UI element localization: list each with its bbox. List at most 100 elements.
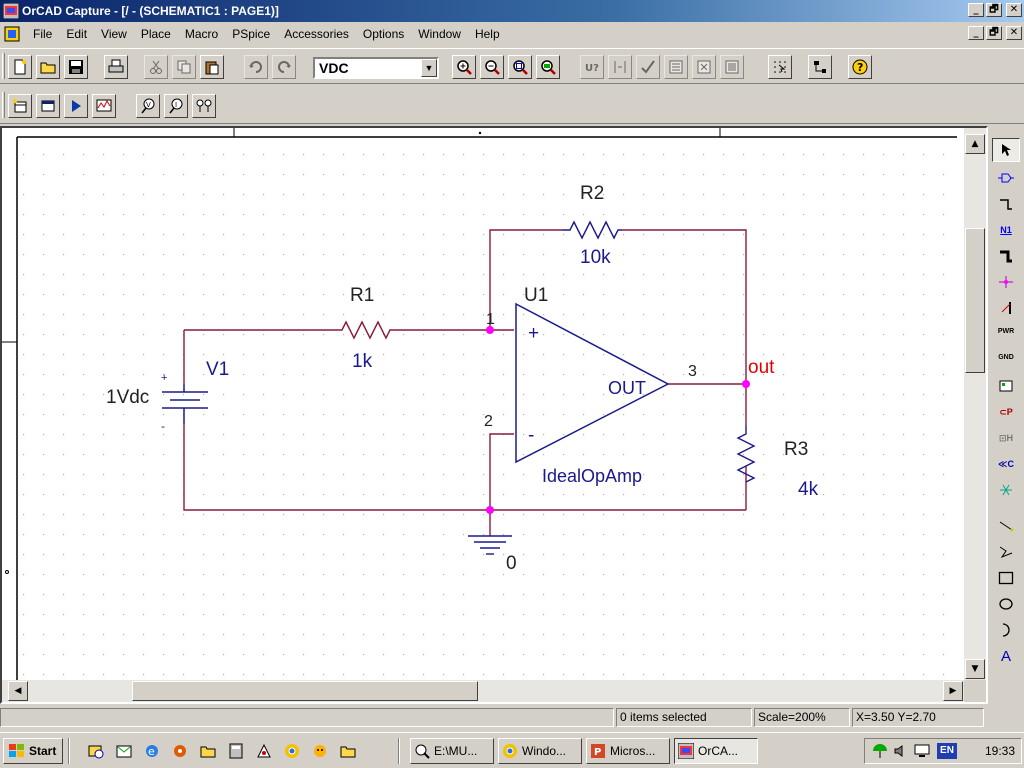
toolbar-grip[interactable] <box>2 53 5 79</box>
r1-ref-label[interactable]: R1 <box>350 285 375 306</box>
media-icon[interactable] <box>170 741 190 761</box>
scroll-up-button[interactable]: ▲ <box>965 134 985 154</box>
messenger-icon[interactable] <box>310 741 330 761</box>
place-off-page-connector-icon[interactable]: ≪C <box>992 452 1020 476</box>
close-button[interactable]: ✕ <box>1006 3 1022 17</box>
snap-to-grid-icon[interactable] <box>768 55 792 79</box>
r2-ref-label[interactable]: R2 <box>580 183 605 204</box>
copy-icon[interactable] <box>172 55 196 79</box>
doc-restore-button[interactable]: 🗗 <box>986 26 1002 40</box>
volume-icon[interactable] <box>893 743 909 759</box>
vertical-scrollbar[interactable]: ▲ ▼ <box>964 128 986 680</box>
junction-node1[interactable] <box>486 326 494 334</box>
menu-file[interactable]: File <box>33 27 53 41</box>
menu-help[interactable]: Help <box>474 27 500 41</box>
vertical-scroll-thumb[interactable] <box>965 228 985 373</box>
menu-edit[interactable]: Edit <box>66 27 88 41</box>
help-icon[interactable]: ? <box>848 55 872 79</box>
scroll-down-button[interactable]: ▼ <box>965 659 985 679</box>
bill-of-materials-icon[interactable] <box>720 55 744 79</box>
doc-close-button[interactable]: ✕ <box>1006 26 1022 40</box>
opamp-u1[interactable] <box>515 302 670 464</box>
menu-options[interactable]: Options <box>362 27 405 41</box>
chrome-icon[interactable] <box>282 741 302 761</box>
horizontal-scroll-thumb[interactable] <box>132 681 478 701</box>
edit-simulation-profile-icon[interactable] <box>36 94 60 118</box>
new-simulation-profile-icon[interactable] <box>8 94 32 118</box>
print-icon[interactable] <box>104 55 128 79</box>
task-microsoft[interactable]: P Micros... <box>586 738 670 764</box>
schematic-canvas[interactable]: R1 1k R2 10k R3 4k V1 1Vdc + - U1 IdealO… <box>2 128 964 680</box>
zoom-in-icon[interactable] <box>452 55 476 79</box>
menu-pspice[interactable]: PSpice <box>232 27 271 41</box>
node1-label[interactable]: 1 <box>486 311 495 328</box>
calculator-icon[interactable] <box>226 741 246 761</box>
u1-ref-label[interactable]: U1 <box>524 285 549 306</box>
place-bus-entry-icon[interactable] <box>992 296 1020 320</box>
node3-label[interactable]: 3 <box>688 363 697 380</box>
place-part-icon[interactable] <box>992 166 1020 190</box>
resistor-r3[interactable] <box>736 426 756 483</box>
battery-v1[interactable] <box>162 384 208 424</box>
paint-icon[interactable] <box>254 741 274 761</box>
open-folder-icon[interactable] <box>36 55 60 79</box>
internet-explorer-icon[interactable]: e <box>142 741 162 761</box>
wire-r2-to-out[interactable] <box>622 229 747 426</box>
schematic-window[interactable]: R1 1k R2 10k R3 4k V1 1Vdc + - U1 IdealO… <box>0 126 988 704</box>
node2-label[interactable]: 2 <box>484 413 493 430</box>
scroll-left-button[interactable]: ◀ <box>8 681 28 701</box>
resistor-r2[interactable] <box>562 220 622 240</box>
zoom-area-icon[interactable] <box>508 55 532 79</box>
voltage-marker-icon[interactable]: V <box>136 94 160 118</box>
minimize-button[interactable]: _ <box>968 3 984 17</box>
place-rectangle-icon[interactable] <box>992 566 1020 590</box>
part-combo-box[interactable]: VDC ▼ <box>313 57 439 79</box>
place-text-icon[interactable]: A <box>992 644 1020 668</box>
place-port-icon[interactable]: ⊂P <box>992 400 1020 424</box>
new-icon[interactable] <box>8 55 32 79</box>
junction-out[interactable] <box>742 380 750 388</box>
save-icon[interactable] <box>64 55 88 79</box>
document-icon[interactable] <box>4 26 20 42</box>
differential-marker-icon[interactable] <box>192 94 216 118</box>
back-annotate-icon[interactable] <box>608 55 632 79</box>
resistor-r1[interactable] <box>334 320 414 340</box>
r2-value-label[interactable]: 10k <box>580 247 611 268</box>
system-clock[interactable]: 19:33 <box>984 744 1015 758</box>
place-hierarchical-block-icon[interactable] <box>992 374 1020 398</box>
menu-window[interactable]: Window <box>418 27 461 41</box>
menu-macro[interactable]: Macro <box>184 27 219 41</box>
task-orcad[interactable]: OrCA... <box>674 738 758 764</box>
orcad-app-icon[interactable] <box>3 3 19 19</box>
language-indicator[interactable]: EN <box>937 743 957 759</box>
ground-symbol[interactable] <box>468 535 512 555</box>
wire-node1-to-r2[interactable] <box>489 229 562 330</box>
place-polyline-icon[interactable] <box>992 540 1020 564</box>
menu-view[interactable]: View <box>101 27 127 41</box>
combo-dropdown-arrow[interactable]: ▼ <box>421 59 437 77</box>
select-pointer-icon[interactable] <box>992 138 1020 162</box>
create-netlist-icon[interactable] <box>664 55 688 79</box>
cross-reference-icon[interactable] <box>692 55 716 79</box>
place-bus-icon[interactable] <box>992 244 1020 268</box>
place-no-connect-icon[interactable] <box>992 478 1020 502</box>
ground-net-label[interactable]: 0 <box>506 553 517 574</box>
junction-ground[interactable] <box>486 506 494 514</box>
menu-accessories[interactable]: Accessories <box>284 27 349 41</box>
scroll-right-button[interactable]: ▶ <box>943 681 963 701</box>
place-arc-icon[interactable] <box>992 618 1020 642</box>
maximize-button[interactable]: 🗗 <box>986 3 1002 17</box>
undo-icon[interactable] <box>244 55 268 79</box>
place-ellipse-icon[interactable] <box>992 592 1020 616</box>
r3-value-label[interactable]: 4k <box>798 479 819 500</box>
design-rules-check-icon[interactable] <box>636 55 660 79</box>
toolbar-grip[interactable] <box>2 92 5 118</box>
task-windows[interactable]: Windo... <box>498 738 582 764</box>
r1-value-label[interactable]: 1k <box>352 351 373 372</box>
start-button[interactable]: Start <box>3 738 63 764</box>
place-ground-icon[interactable]: GND <box>992 346 1020 370</box>
display-icon[interactable] <box>913 743 933 759</box>
schematic-drawing[interactable] <box>2 128 964 680</box>
cut-icon[interactable] <box>144 55 168 79</box>
annotate-icon[interactable]: U? <box>580 55 604 79</box>
